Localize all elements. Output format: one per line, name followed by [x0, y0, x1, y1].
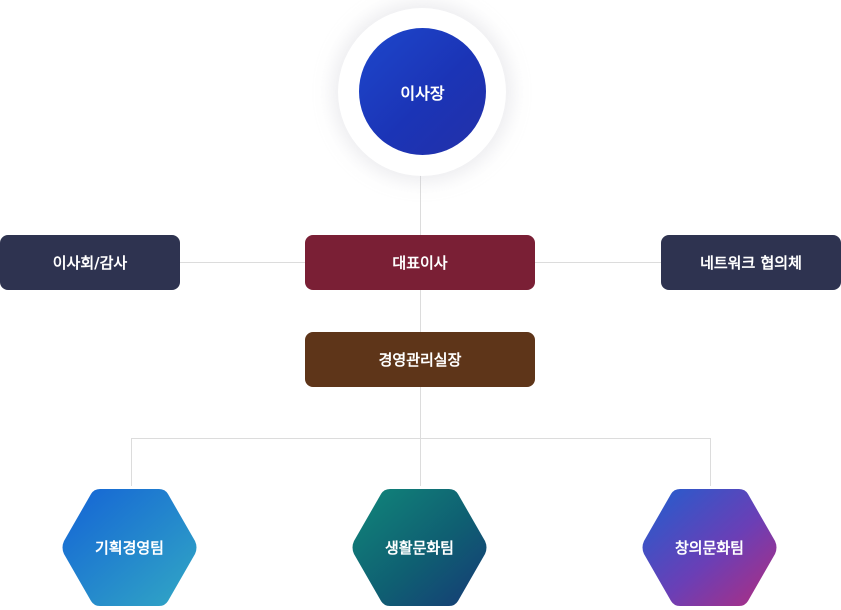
- team-node-creative: 창의문화팀: [640, 485, 779, 610]
- connector-team-left: [131, 438, 132, 486]
- hexagon-shape: [642, 489, 777, 606]
- team-label-creative: 창의문화팀: [674, 539, 744, 557]
- director-label: 경영관리실장: [378, 351, 462, 369]
- team-label-living: 생활문화팀: [384, 539, 454, 557]
- ceo-node: 대표이사: [305, 235, 535, 290]
- team-label-planning: 기획경영팀: [94, 539, 164, 557]
- team-node-planning: 기획경영팀: [60, 485, 199, 610]
- board-label: 이사회/감사: [52, 254, 128, 272]
- connector-teams-horizontal: [131, 438, 711, 439]
- hexagon-shape: [62, 489, 197, 606]
- director-node: 경영관리실장: [305, 332, 535, 387]
- connector-director-down: [420, 386, 421, 486]
- connector-team-right: [710, 438, 711, 486]
- network-node: 네트워크 협의체: [661, 235, 841, 290]
- connector-board-ceo: [178, 262, 306, 263]
- network-label: 네트워크 협의체: [700, 254, 802, 272]
- connector-ceo-director: [420, 289, 421, 333]
- ceo-label: 대표이사: [392, 254, 448, 272]
- board-node: 이사회/감사: [0, 235, 180, 290]
- team-node-living: 생활문화팀: [350, 485, 489, 610]
- chairman-node: 이사장: [359, 28, 486, 155]
- connector-chairman-ceo: [420, 170, 421, 236]
- chairman-label: 이사장: [400, 83, 445, 103]
- hexagon-shape: [352, 489, 487, 606]
- connector-ceo-network: [533, 262, 663, 263]
